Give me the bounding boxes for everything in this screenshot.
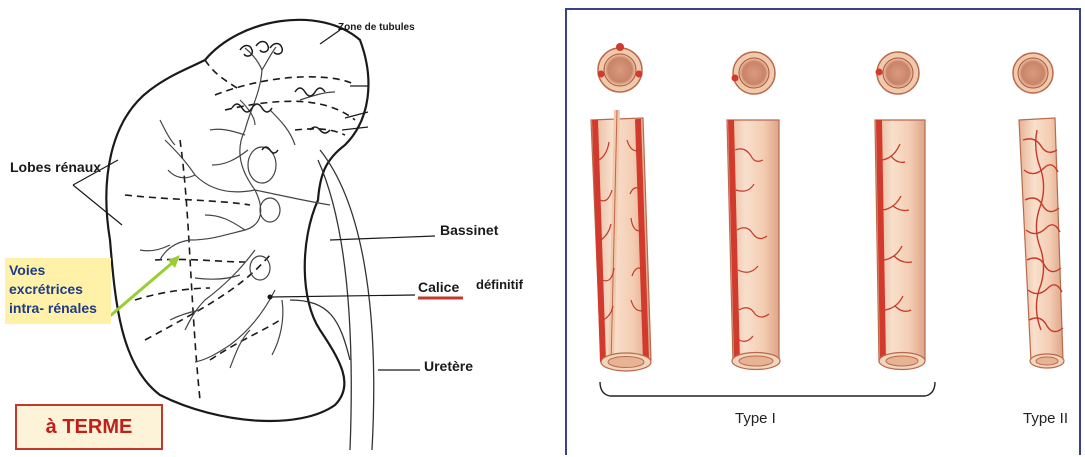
label-zone-de-tubules: Zone de tubules [338, 22, 415, 33]
vessel-drawing [567, 10, 1079, 457]
type1-bracket [600, 382, 935, 396]
vessel-tube-4 [1019, 118, 1064, 368]
label-uretere: Uretère [424, 358, 473, 374]
voies-excretrices-box: Voies excrétrices intra- rénales [5, 258, 111, 324]
ureter-line [320, 150, 374, 450]
vessel-tube-2 [727, 120, 780, 370]
voies-line-2: excrétrices [9, 280, 111, 299]
terme-box: à TERME [15, 404, 163, 450]
vessel-tube-3 [875, 120, 925, 370]
voies-line-1: Voies [9, 261, 111, 280]
cross-section-4 [1013, 53, 1053, 93]
vessel-types-panel: Type I Type II [565, 8, 1081, 455]
label-type-2: Type II [1023, 410, 1068, 427]
cross-section-1 [598, 43, 643, 92]
label-definitif: définitif [476, 277, 523, 292]
cross-section-2 [732, 52, 776, 94]
vessel-tube-1 [591, 110, 651, 371]
label-calice: Calice [418, 279, 459, 295]
label-bassinet: Bassinet [440, 222, 498, 238]
green-arrow [110, 258, 178, 316]
cross-section-3 [876, 52, 920, 94]
label-lobes-renaux: Lobes rénaux [10, 159, 101, 175]
voies-line-3: intra- rénales [9, 299, 111, 318]
kidney-diagram: Zone de tubules Lobes rénaux Bassinet Ca… [0, 0, 560, 455]
label-type-1: Type I [735, 410, 776, 427]
kidney-outline [106, 20, 368, 421]
